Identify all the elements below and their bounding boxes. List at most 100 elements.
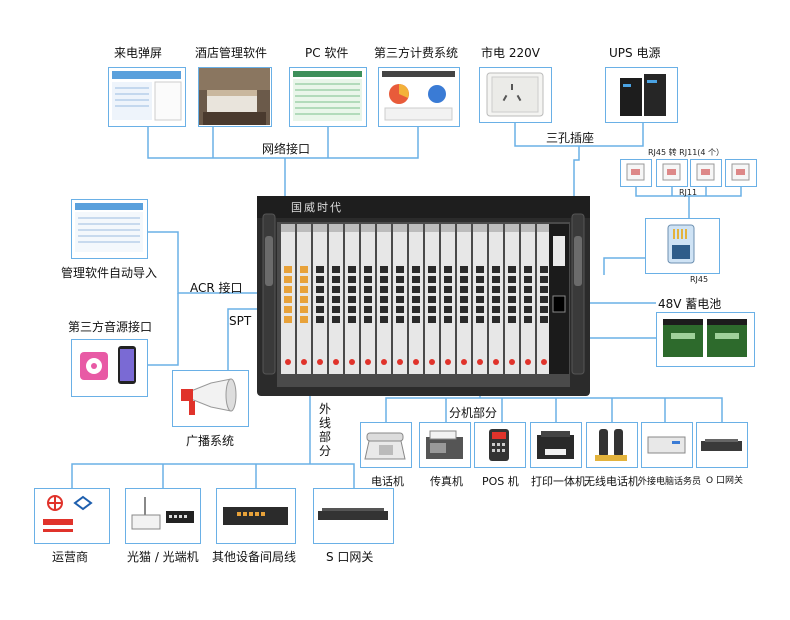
rj-port xyxy=(492,276,500,283)
outer-line-char: 线 xyxy=(318,416,331,430)
broadcast-label: 广播系统 xyxy=(186,434,235,448)
rj-port xyxy=(524,316,532,323)
rj-port xyxy=(492,266,500,273)
rj-port xyxy=(412,276,420,283)
rj-port xyxy=(476,266,484,273)
trunk-label: S 口网关 xyxy=(326,550,374,564)
rj-port xyxy=(444,316,452,323)
rj-port xyxy=(380,296,388,303)
line-card-header xyxy=(281,224,295,232)
rj-port xyxy=(380,266,388,273)
extension-label: 打印一体机 xyxy=(531,475,586,488)
outer-line-char: 分 xyxy=(318,444,331,458)
line-card-header xyxy=(441,224,455,232)
rj-port xyxy=(364,306,372,313)
rj-port xyxy=(348,316,356,323)
billing-screenshot xyxy=(378,67,460,127)
rj-port xyxy=(316,306,324,313)
rj-port xyxy=(332,276,340,283)
rj-port xyxy=(412,306,420,313)
line-card-header xyxy=(361,224,375,232)
auto-import-label: 管理软件自动导入 xyxy=(61,266,158,280)
rj-port xyxy=(428,286,436,293)
rj-port xyxy=(540,306,548,313)
outer-line-char: 部 xyxy=(318,430,331,444)
trunk-label: 光猫 / 光端机 xyxy=(127,550,199,564)
rj-port xyxy=(348,266,356,273)
rack-equipment-photo xyxy=(216,488,296,544)
caller-popup-screenshot xyxy=(108,67,186,127)
management-software-screenshot xyxy=(71,199,148,259)
rj-port xyxy=(412,316,420,323)
line-card-header xyxy=(505,224,519,232)
card-release-knob xyxy=(333,359,339,365)
rj-port xyxy=(396,286,404,293)
rj11-adapter-4 xyxy=(725,159,757,187)
line-card-header xyxy=(537,224,551,232)
rj-port xyxy=(348,296,356,303)
card-release-knob xyxy=(285,359,291,365)
hotel-room-photo xyxy=(198,67,272,127)
line-card-header xyxy=(297,224,311,232)
card-release-knob xyxy=(525,359,531,365)
line-card-header xyxy=(521,224,535,232)
fxo-gateway-photo xyxy=(696,422,748,468)
rj-port xyxy=(396,276,404,283)
rj-port xyxy=(316,276,324,283)
status-window xyxy=(553,236,565,266)
card-release-knob xyxy=(493,359,499,365)
card-release-knob xyxy=(365,359,371,365)
rj-port xyxy=(508,276,516,283)
card-release-knob xyxy=(477,359,483,365)
rj-port xyxy=(396,316,404,323)
optical-modem-photo xyxy=(125,488,201,544)
line-card-header xyxy=(489,224,503,232)
s-gateway-photo xyxy=(313,488,394,544)
rj-port xyxy=(428,306,436,313)
rj-port xyxy=(460,316,468,323)
rj-port xyxy=(540,266,548,273)
rj-port xyxy=(300,316,308,323)
rj-port xyxy=(540,276,548,283)
card-release-knob xyxy=(413,359,419,365)
network-interface-label: 网络接口 xyxy=(262,142,311,156)
rj-port xyxy=(508,286,516,293)
rj-port xyxy=(284,296,292,303)
rj-port xyxy=(444,266,452,273)
rj-port xyxy=(476,286,484,293)
cordless-phone-photo xyxy=(586,422,638,468)
rj-port xyxy=(364,276,372,283)
rj45-to-rj11-label: RJ45 转 RJ11(4 个） xyxy=(648,148,725,157)
rj-port xyxy=(540,296,548,303)
rj11-adapter-2 xyxy=(656,159,688,187)
rj-port xyxy=(316,316,324,323)
rj-port xyxy=(428,266,436,273)
rj-port xyxy=(284,316,292,323)
rj-port xyxy=(348,306,356,313)
line-card-header xyxy=(329,224,343,232)
card-release-knob xyxy=(317,359,323,365)
rj-port xyxy=(476,276,484,283)
rj-port xyxy=(524,296,532,303)
rj-port xyxy=(396,296,404,303)
ups-photo xyxy=(605,67,678,123)
line-card-header xyxy=(409,224,423,232)
trunk-label: 其他设备间局线 xyxy=(212,550,297,564)
extension-label: O 口网关 xyxy=(706,476,743,486)
rj-port xyxy=(380,286,388,293)
rj-port xyxy=(396,266,404,273)
wall-socket-photo xyxy=(479,67,552,123)
rj45-label: RJ45 xyxy=(690,275,709,284)
rj-port xyxy=(332,306,340,313)
printer-photo xyxy=(530,422,582,468)
rj-port xyxy=(476,306,484,313)
card-release-knob xyxy=(301,359,307,365)
spt-label: SPT xyxy=(229,314,252,328)
rj-port xyxy=(460,276,468,283)
rj-port xyxy=(444,306,452,313)
rj-port xyxy=(284,286,292,293)
rj-port xyxy=(412,266,420,273)
rj-port xyxy=(300,276,308,283)
card-release-knob xyxy=(381,359,387,365)
rj-port xyxy=(460,266,468,273)
